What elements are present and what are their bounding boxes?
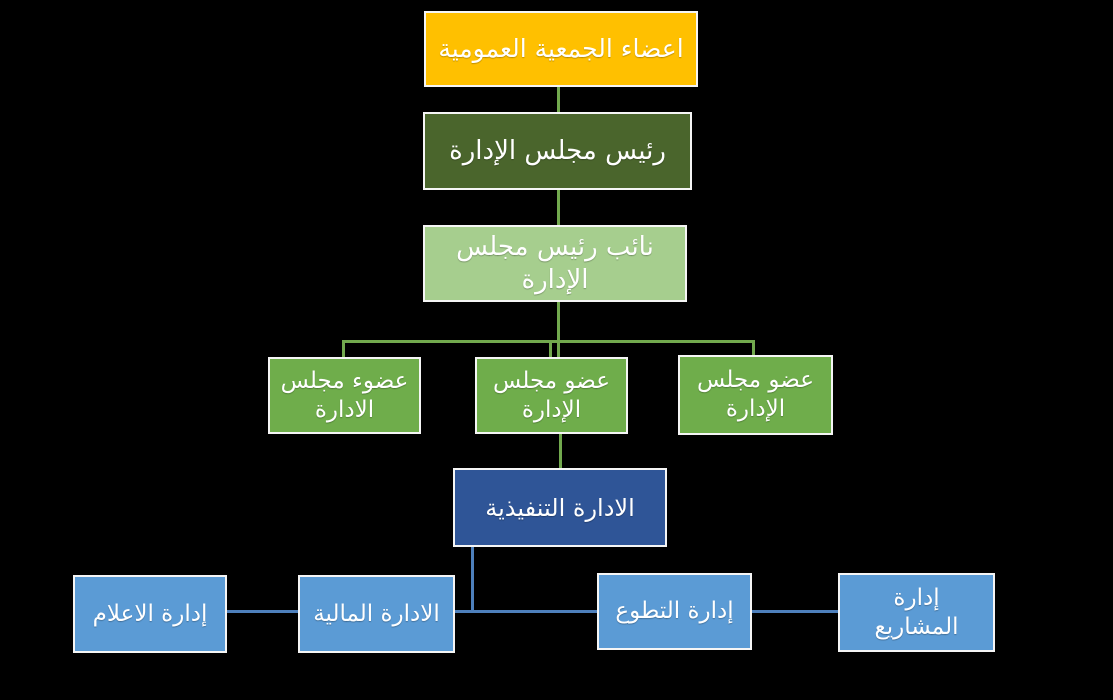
connector-finance-volunteer [455,610,597,613]
node-projects-department-label: إدارة المشاريع [874,584,959,640]
connector-volunteer-projects [752,610,838,613]
node-vice-chairman: نائب رئيس مجلس الإدارة [423,225,687,302]
node-general-assembly: اعضاء الجمعية العمومية [424,11,698,87]
node-board-chairman-label: رئيس مجلس الإدارة [449,135,666,166]
connector-chairman-vice [557,190,560,225]
node-board-member-left: عضوء مجلس الادارة [268,357,421,434]
node-vice-chairman-label: نائب رئيس مجلس الإدارة [456,232,654,295]
connector-drop-member-left [342,340,345,357]
node-board-member-right: عضو مجلس الإدارة [678,355,833,435]
node-media-department: إدارة الاعلام [73,575,227,653]
node-volunteer-department: إدارة التطوع [597,573,752,650]
node-volunteer-department-label: إدارة التطوع [615,598,734,625]
node-finance-department-label: الادارة المالية [313,600,440,627]
node-executive-management-label: الادارة التنفيذية [485,493,635,522]
node-board-member-middle: عضو مجلس الإدارة [475,357,628,434]
connector-executive-down [471,547,474,612]
connector-drop-member-right [752,340,755,355]
node-media-department-label: إدارة الاعلام [92,600,208,627]
connector-member-executive [559,434,562,468]
node-projects-department: إدارة المشاريع [838,573,995,652]
node-executive-management: الادارة التنفيذية [453,468,667,547]
node-finance-department: الادارة المالية [298,575,455,653]
connector-media-finance [227,610,298,613]
node-board-chairman: رئيس مجلس الإدارة [423,112,692,190]
node-general-assembly-label: اعضاء الجمعية العمومية [438,34,684,64]
connector-members-rail [342,340,755,343]
node-board-member-left-label: عضوء مجلس الادارة [280,367,409,423]
node-board-member-middle-label: عضو مجلس الإدارة [493,367,610,423]
connector-drop-member-middle [549,340,552,357]
connector-assembly-chairman [557,87,560,112]
node-board-member-right-label: عضو مجلس الإدارة [697,367,814,422]
connector-vice-to-rail [557,302,560,357]
